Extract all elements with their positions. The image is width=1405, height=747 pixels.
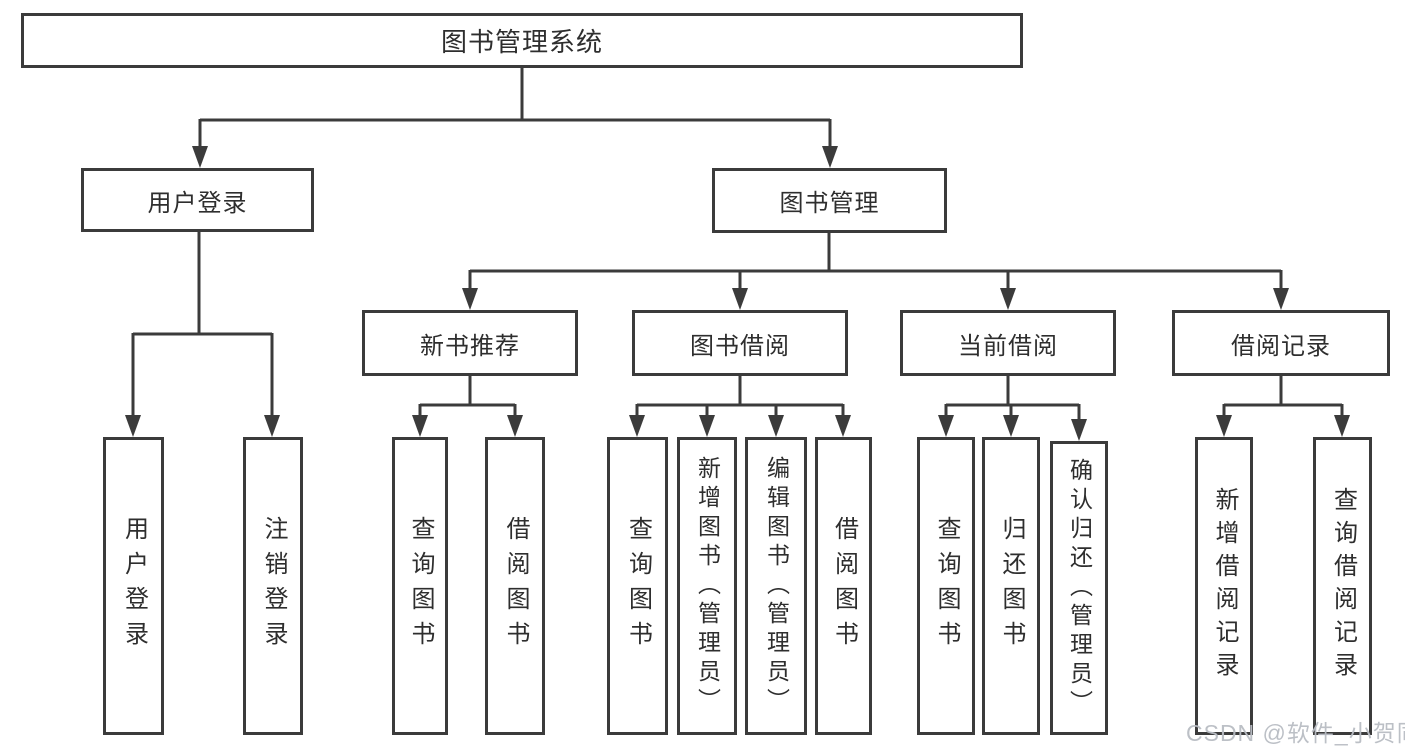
leaf-query-books-recommend: 查询图书 [392,437,448,735]
node-current-borrow: 当前借阅 [900,310,1116,376]
node-book-borrow: 图书借阅 [632,310,848,376]
node-book-management: 图书管理 [712,168,947,233]
node-new-book-recommend: 新书推荐 [362,310,578,376]
leaf-logout: 注销登录 [243,437,303,735]
csdn-watermark: CSDN @软件_小贺同学 [1186,720,1405,746]
leaf-query-borrow-record: 查询借阅记录 [1313,437,1372,735]
leaf-edit-book-admin: 编辑图书（管理员） [745,437,807,735]
node-library-system: 图书管理系统 [21,13,1023,68]
leaf-query-books-current: 查询图书 [917,437,975,735]
leaf-confirm-return-admin: 确认归还（管理员） [1050,441,1108,735]
leaf-add-borrow-record: 新增借阅记录 [1195,437,1253,735]
node-user-login: 用户登录 [81,168,314,232]
leaf-return-book: 归还图书 [982,437,1040,735]
leaf-add-book-admin: 新增图书（管理员） [677,437,737,735]
leaf-user-login: 用户登录 [103,437,164,735]
leaf-borrow-books-recommend: 借阅图书 [485,437,545,735]
node-borrow-records: 借阅记录 [1172,310,1390,376]
leaf-query-books-borrow: 查询图书 [607,437,668,735]
leaf-borrow-books-borrow: 借阅图书 [815,437,872,735]
